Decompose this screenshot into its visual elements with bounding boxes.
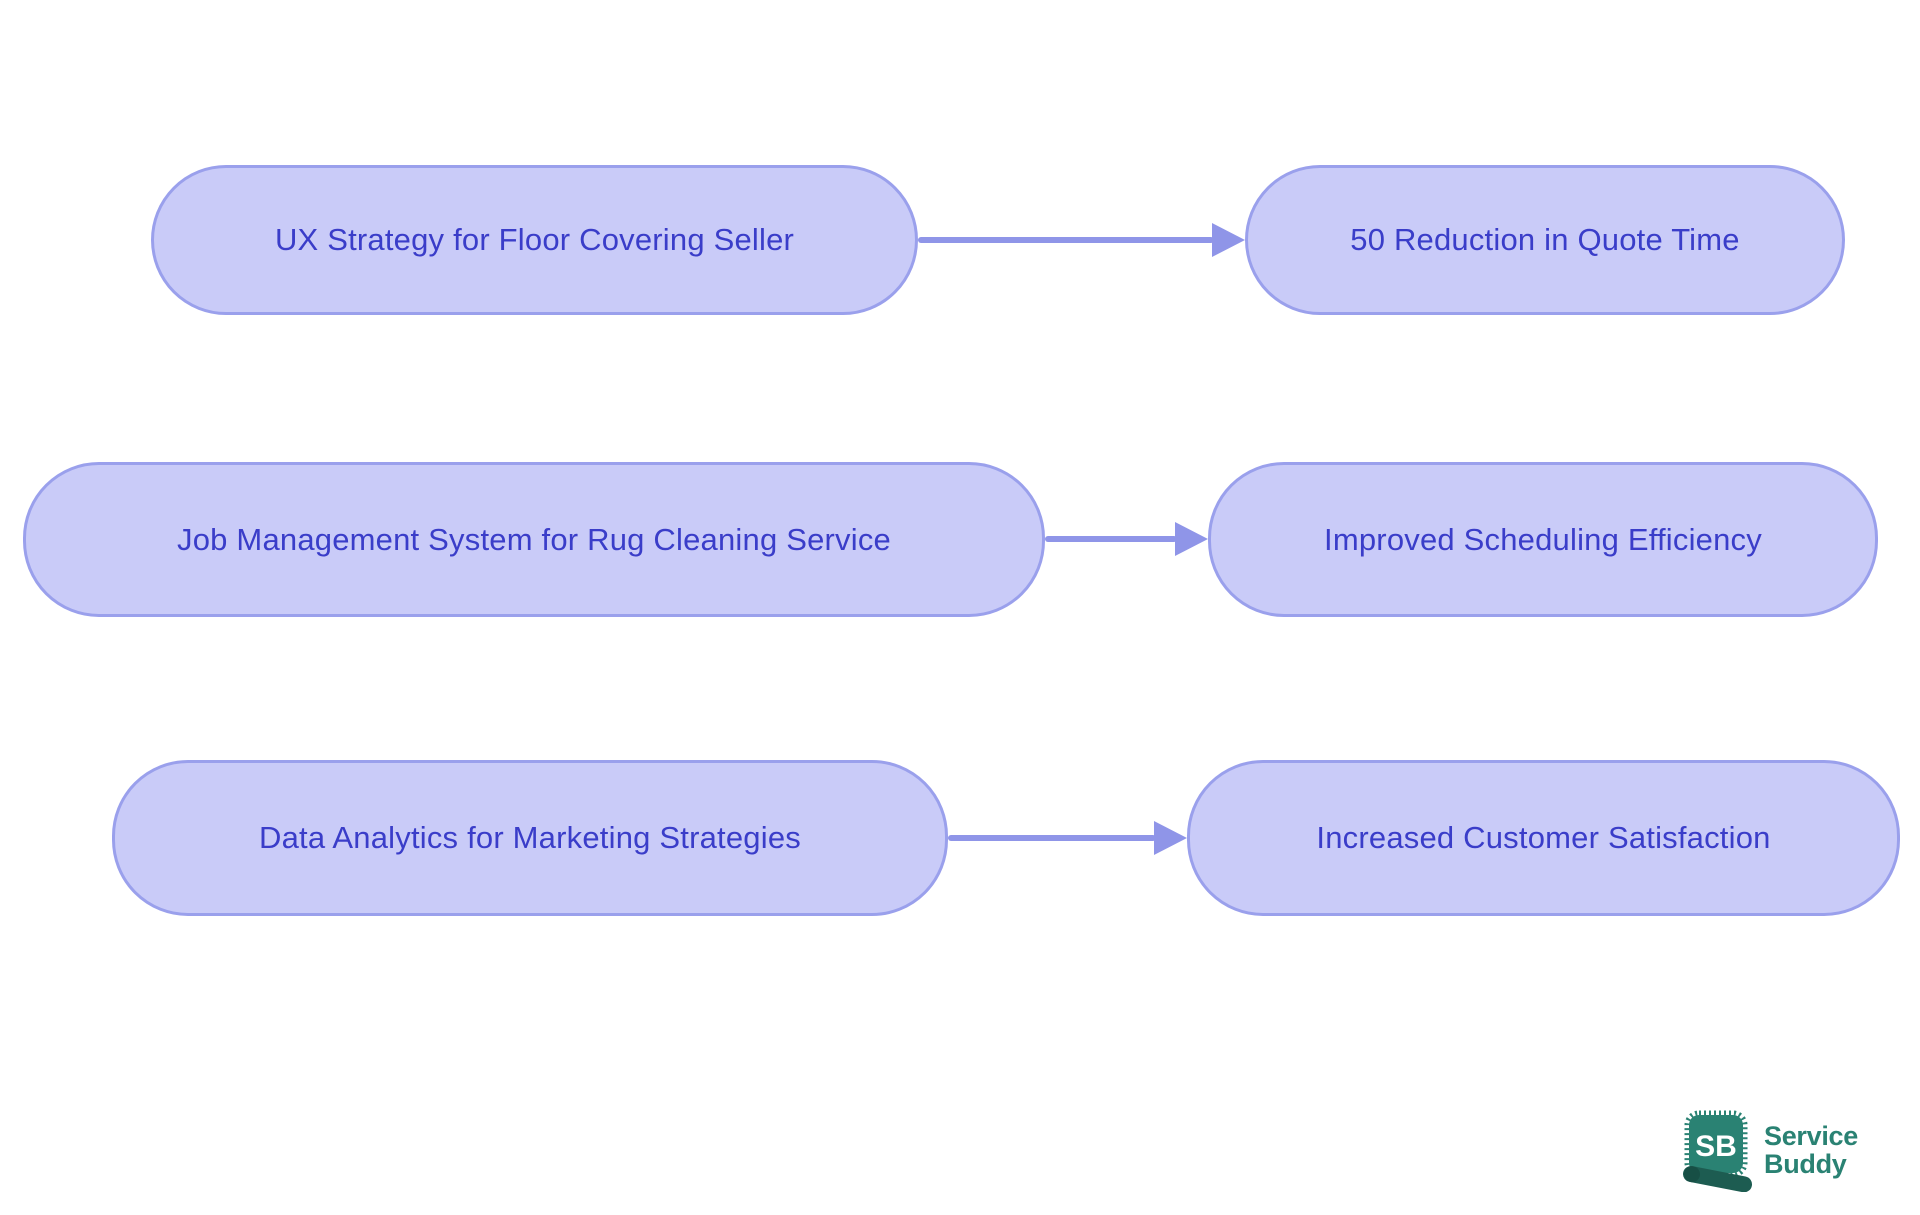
wordmark-line1: Service — [1764, 1120, 1858, 1151]
arrow-head-icon-2 — [1175, 522, 1208, 556]
node-target-3: Increased Customer Satisfaction — [1187, 760, 1900, 916]
arrow-head-icon-1 — [1212, 223, 1245, 257]
node-target-2: Improved Scheduling Efficiency — [1208, 462, 1878, 617]
arrow-line-1 — [918, 237, 1214, 243]
node-target-1: 50 Reduction in Quote Time — [1245, 165, 1845, 315]
sb-rug-logo-icon: SB — [1683, 1110, 1753, 1192]
node-source-2-label: Job Management System for Rug Cleaning S… — [177, 521, 891, 557]
node-target-3-label: Increased Customer Satisfaction — [1316, 820, 1771, 855]
arrow-line-2 — [1045, 536, 1177, 542]
arrow-head-icon-3 — [1154, 821, 1187, 855]
wordmark-line2: Buddy — [1764, 1149, 1847, 1179]
node-source-2: Job Management System for Rug Cleaning S… — [23, 462, 1045, 617]
node-source-3: Data Analytics for Marketing Strategies — [112, 760, 948, 916]
service-buddy-logo: SB Service Buddy — [1683, 1108, 1858, 1192]
node-target-2-label: Improved Scheduling Efficiency — [1324, 521, 1762, 557]
arrow-line-3 — [948, 835, 1156, 841]
node-source-1-label: UX Strategy for Floor Covering Seller — [274, 222, 795, 257]
node-source-1: UX Strategy for Floor Covering Seller — [151, 165, 918, 315]
sb-monogram: SB — [1695, 1130, 1737, 1163]
service-buddy-wordmark: Service Buddy — [1764, 1122, 1858, 1178]
node-target-1-label: 50 Reduction in Quote Time — [1350, 222, 1740, 257]
node-source-3-label: Data Analytics for Marketing Strategies — [259, 820, 801, 855]
